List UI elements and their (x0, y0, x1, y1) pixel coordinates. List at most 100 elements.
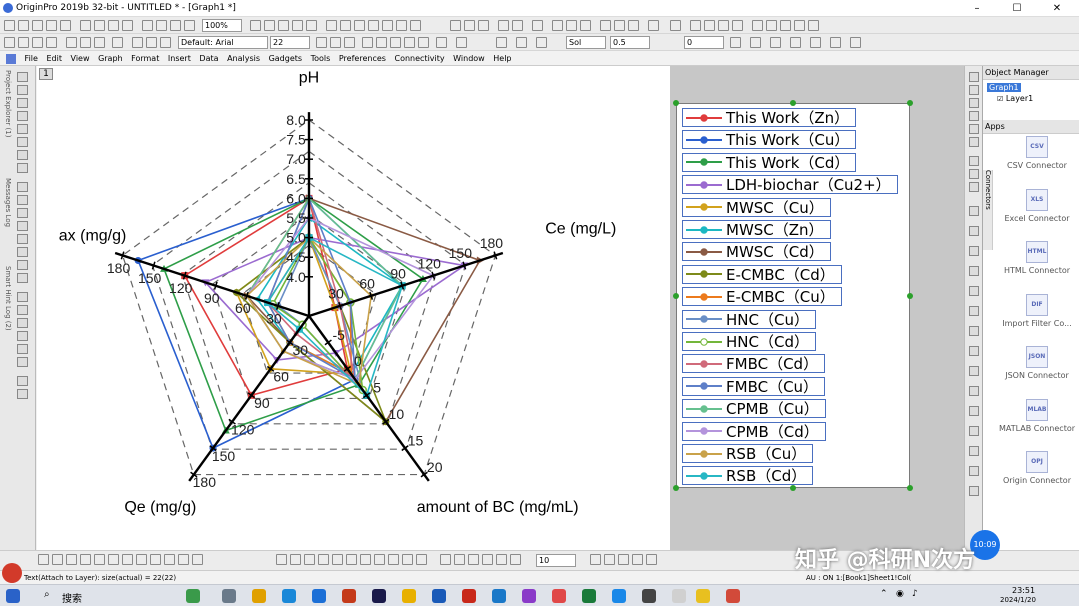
legend-entry[interactable]: RSB（Cu） (682, 444, 814, 463)
acrobat-icon[interactable] (462, 589, 476, 603)
new-project-icon[interactable] (4, 20, 15, 31)
ruler-icon[interactable] (969, 286, 979, 296)
powerpoint-icon[interactable] (342, 589, 356, 603)
symbol-color-icon[interactable] (318, 554, 329, 565)
new-graph-icon[interactable] (32, 20, 43, 31)
waterfall-icon[interactable] (496, 554, 507, 565)
zoom-tool-icon[interactable] (17, 85, 28, 95)
decrease-font-icon[interactable] (418, 37, 429, 48)
symbol-shape-icon[interactable] (304, 554, 315, 565)
legend-entry[interactable]: MWSC（Zn） (682, 220, 831, 239)
legend-entry[interactable]: HNC（Cu） (682, 309, 816, 329)
edge-icon[interactable] (282, 589, 296, 603)
open-icon[interactable] (80, 20, 91, 31)
paste-format-icon[interactable] (146, 37, 157, 48)
legend-handle[interactable] (790, 100, 796, 106)
swap-icon[interactable] (646, 554, 657, 565)
column-label-icon[interactable] (512, 20, 523, 31)
tray-arrow-icon[interactable]: ⌃ (880, 589, 888, 599)
origin-taskbar-icon[interactable] (726, 589, 740, 603)
legend-entry[interactable]: FMBC（Cu） (682, 376, 826, 396)
legend-entry[interactable]: This Work（Zn） (682, 108, 857, 127)
rectangle-tool-icon[interactable] (17, 234, 28, 244)
app-icon[interactable] (642, 589, 656, 603)
task-view-icon[interactable] (222, 589, 236, 603)
format-painter-icon[interactable] (618, 554, 629, 565)
increment-icon[interactable] (482, 554, 493, 565)
open-template-icon[interactable] (94, 20, 105, 31)
sort-icon[interactable] (600, 20, 611, 31)
legend-entry[interactable]: HNC（Cd） (682, 332, 816, 351)
app-icon[interactable] (672, 589, 686, 603)
extract-icon[interactable] (410, 20, 421, 31)
line-width-icon[interactable] (346, 554, 357, 565)
messages-log-tab[interactable]: Messages Log (4, 178, 12, 228)
bottom-size-select[interactable]: 10 (536, 554, 576, 567)
duplicate-icon[interactable] (264, 20, 275, 31)
lock-icon[interactable] (969, 406, 979, 416)
align-right-icon[interactable] (969, 98, 979, 108)
color-scale-icon[interactable] (17, 292, 28, 302)
plot-box-icon[interactable] (108, 554, 119, 565)
plot-contour-icon[interactable] (80, 37, 91, 48)
layer-icon[interactable] (17, 305, 28, 315)
legend-entry[interactable]: E-CMBC（Cd） (682, 264, 842, 284)
refresh-icon[interactable] (250, 20, 261, 31)
legend-entry[interactable]: MWSC（Cu） (682, 197, 831, 217)
merge-icon[interactable] (382, 20, 393, 31)
excel-icon[interactable] (582, 589, 596, 603)
line-color-icon[interactable] (332, 554, 343, 565)
app-icon[interactable] (492, 589, 506, 603)
radar-chart[interactable]: 4.04.55.05.56.06.57.07.58.0pH30609012015… (37, 66, 670, 550)
menu-window[interactable]: Window (453, 54, 485, 63)
plot-area-icon[interactable] (46, 37, 57, 48)
style-icon[interactable] (969, 446, 979, 456)
menu-gadgets[interactable]: Gadgets (268, 54, 303, 63)
set-values-icon[interactable] (648, 20, 659, 31)
same-width-icon[interactable] (969, 326, 979, 336)
plot-polar-icon[interactable] (94, 37, 105, 48)
new-matrix-icon[interactable] (46, 20, 57, 31)
new-scale-icon[interactable] (17, 389, 28, 399)
plot-setup-icon[interactable] (670, 20, 681, 31)
add-column-icon[interactable] (704, 20, 715, 31)
save-project-icon[interactable] (142, 20, 153, 31)
plot-stat-icon[interactable] (122, 554, 133, 565)
paste-icon[interactable] (969, 466, 979, 476)
offset-icon[interactable] (468, 554, 479, 565)
template-library-icon[interactable] (112, 37, 123, 48)
menu-help[interactable]: Help (493, 54, 512, 63)
word-icon[interactable] (432, 589, 446, 603)
greek-icon[interactable] (390, 37, 401, 48)
help-icon[interactable] (808, 20, 819, 31)
plot-3d-icon[interactable] (66, 37, 77, 48)
polygon-tool-icon[interactable] (17, 273, 28, 283)
plot-pie-icon[interactable] (94, 554, 105, 565)
curved-arrow-icon[interactable] (17, 208, 28, 218)
taskbar-search[interactable]: 搜索 (62, 594, 82, 605)
line-style-icon[interactable] (290, 554, 301, 565)
italic-icon[interactable] (330, 37, 341, 48)
app-icon[interactable] (522, 589, 536, 603)
code-builder-icon[interactable] (278, 20, 289, 31)
data-reader-icon[interactable] (17, 124, 28, 134)
group-objects-icon[interactable] (969, 169, 979, 179)
statistics-icon[interactable] (628, 20, 639, 31)
shift-icon[interactable] (510, 554, 521, 565)
theme-icon[interactable] (160, 37, 171, 48)
plot-area-icon[interactable] (66, 554, 77, 565)
front-icon[interactable] (969, 137, 979, 147)
graph1-tree-item[interactable]: Graph1 (987, 83, 1021, 92)
menu-connectivity[interactable]: Connectivity (394, 54, 445, 63)
smart-hint-log-tab[interactable]: Smart Hint Log (2) (4, 266, 12, 331)
print-icon[interactable] (184, 20, 195, 31)
add-row-icon[interactable] (690, 20, 701, 31)
app-icon[interactable] (552, 589, 566, 603)
plot-column-icon[interactable] (32, 37, 43, 48)
column-disregard-icon[interactable] (532, 20, 543, 31)
delete-icon[interactable] (732, 20, 743, 31)
same-height-icon[interactable] (969, 346, 979, 356)
column-y-icon[interactable] (464, 20, 475, 31)
